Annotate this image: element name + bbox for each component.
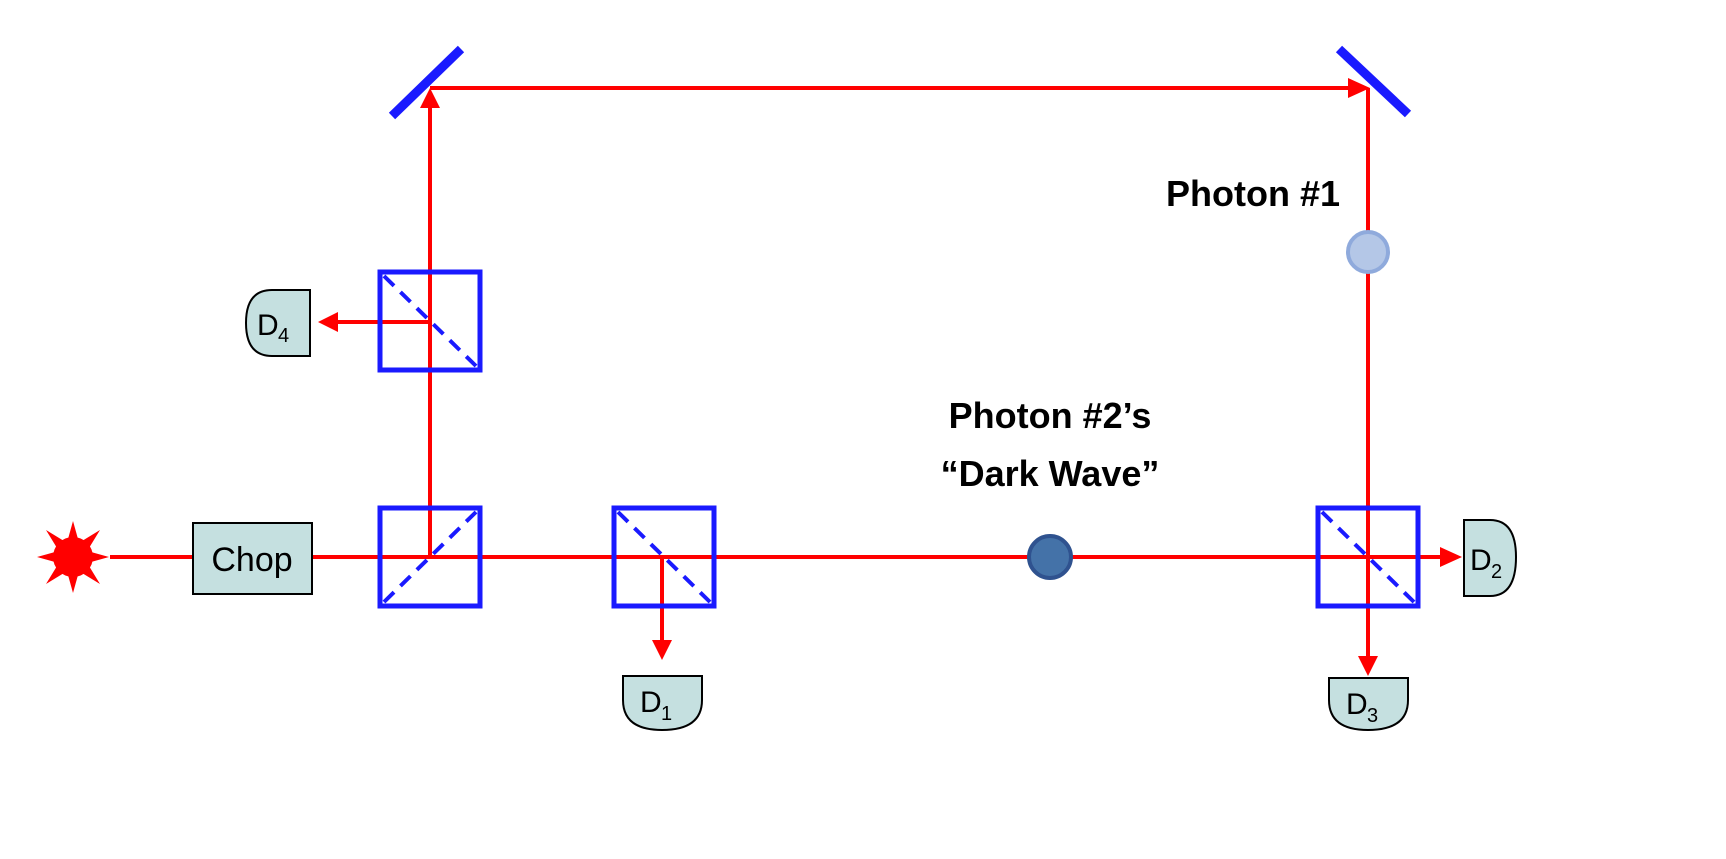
detector-d2-label: D 2 bbox=[1470, 544, 1502, 583]
mirror-top-right-icon bbox=[1335, 45, 1412, 118]
detector-d3-label: D 3 bbox=[1346, 688, 1378, 727]
beam-arrowheads bbox=[318, 78, 1462, 676]
d1-sub: 1 bbox=[661, 703, 672, 725]
arrow-right-d2 bbox=[1440, 547, 1462, 567]
d2-main: D bbox=[1470, 544, 1492, 577]
detector-d4-icon bbox=[244, 289, 311, 357]
arrow-down-d3 bbox=[1358, 656, 1378, 676]
mirror-top-left-icon bbox=[388, 45, 465, 120]
laser-source-icon bbox=[37, 521, 109, 593]
chopper-box bbox=[192, 522, 313, 595]
beam-paths bbox=[110, 86, 1452, 658]
d3-sub: 3 bbox=[1367, 705, 1378, 727]
beam-splitter-d1-icon bbox=[611, 505, 717, 609]
arrow-right-top bbox=[1348, 78, 1370, 98]
beam-splitter-d4-icon bbox=[377, 269, 483, 373]
photon-2-label-line1: Photon #2’s bbox=[948, 395, 1152, 436]
arrow-down-d1 bbox=[652, 640, 672, 660]
photon-2-marker bbox=[1027, 534, 1073, 580]
d1-main: D bbox=[640, 686, 662, 719]
arrow-up-left bbox=[420, 88, 440, 108]
photon-1-label: Photon #1 bbox=[1165, 173, 1340, 214]
beam-splitters bbox=[377, 269, 1421, 609]
beam-splitter-input-icon bbox=[377, 505, 483, 609]
chop-label: Chop bbox=[211, 541, 292, 579]
d3-main: D bbox=[1346, 688, 1368, 721]
beam-splitter-output-icon bbox=[1315, 505, 1421, 609]
arrow-left-d4 bbox=[318, 312, 338, 332]
detector-d1-label: D 1 bbox=[640, 686, 672, 725]
detector-d4-label: D 4 bbox=[257, 309, 289, 347]
detector-d1-icon bbox=[622, 675, 703, 732]
d4-main: D bbox=[257, 309, 279, 342]
detector-d3-icon bbox=[1328, 677, 1409, 732]
d4-sub: 4 bbox=[278, 325, 289, 347]
photon-2-label-line2: “Dark Wave” bbox=[940, 453, 1160, 494]
d2-sub: 2 bbox=[1491, 561, 1502, 583]
detector-d2-icon bbox=[1463, 519, 1518, 597]
photon-1-marker bbox=[1346, 230, 1390, 274]
